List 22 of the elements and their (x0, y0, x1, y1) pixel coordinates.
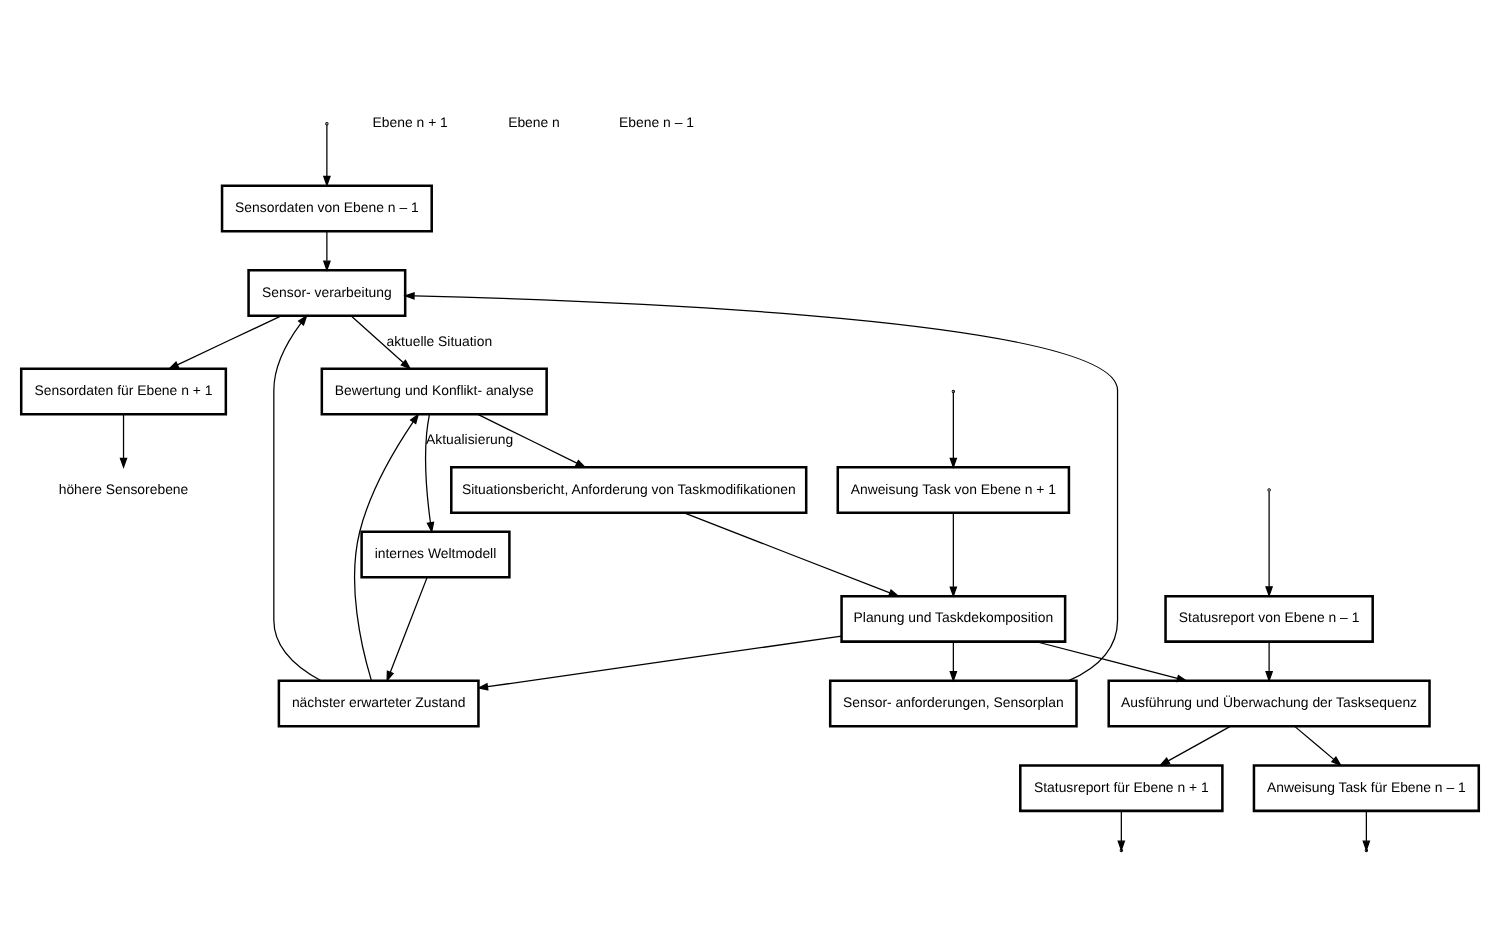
arrow (1362, 809, 1371, 851)
arrow (354, 411, 420, 681)
arrow (322, 123, 331, 187)
arrow (1265, 640, 1274, 682)
arrow (949, 511, 958, 597)
arrow (683, 511, 900, 596)
arrow (273, 313, 322, 681)
arrow (1294, 724, 1343, 766)
arrow (119, 412, 128, 468)
arrow (403, 290, 1119, 681)
arrow (386, 575, 428, 682)
arrow (1117, 809, 1126, 851)
arrow (476, 634, 843, 690)
arrow (167, 314, 282, 369)
arrow (322, 229, 331, 271)
arrow (949, 391, 958, 469)
arrow (477, 412, 587, 467)
arrow (1158, 724, 1231, 766)
arrow (949, 640, 958, 682)
arrow (1035, 640, 1188, 682)
arrow (350, 314, 412, 369)
arrow (424, 412, 435, 533)
